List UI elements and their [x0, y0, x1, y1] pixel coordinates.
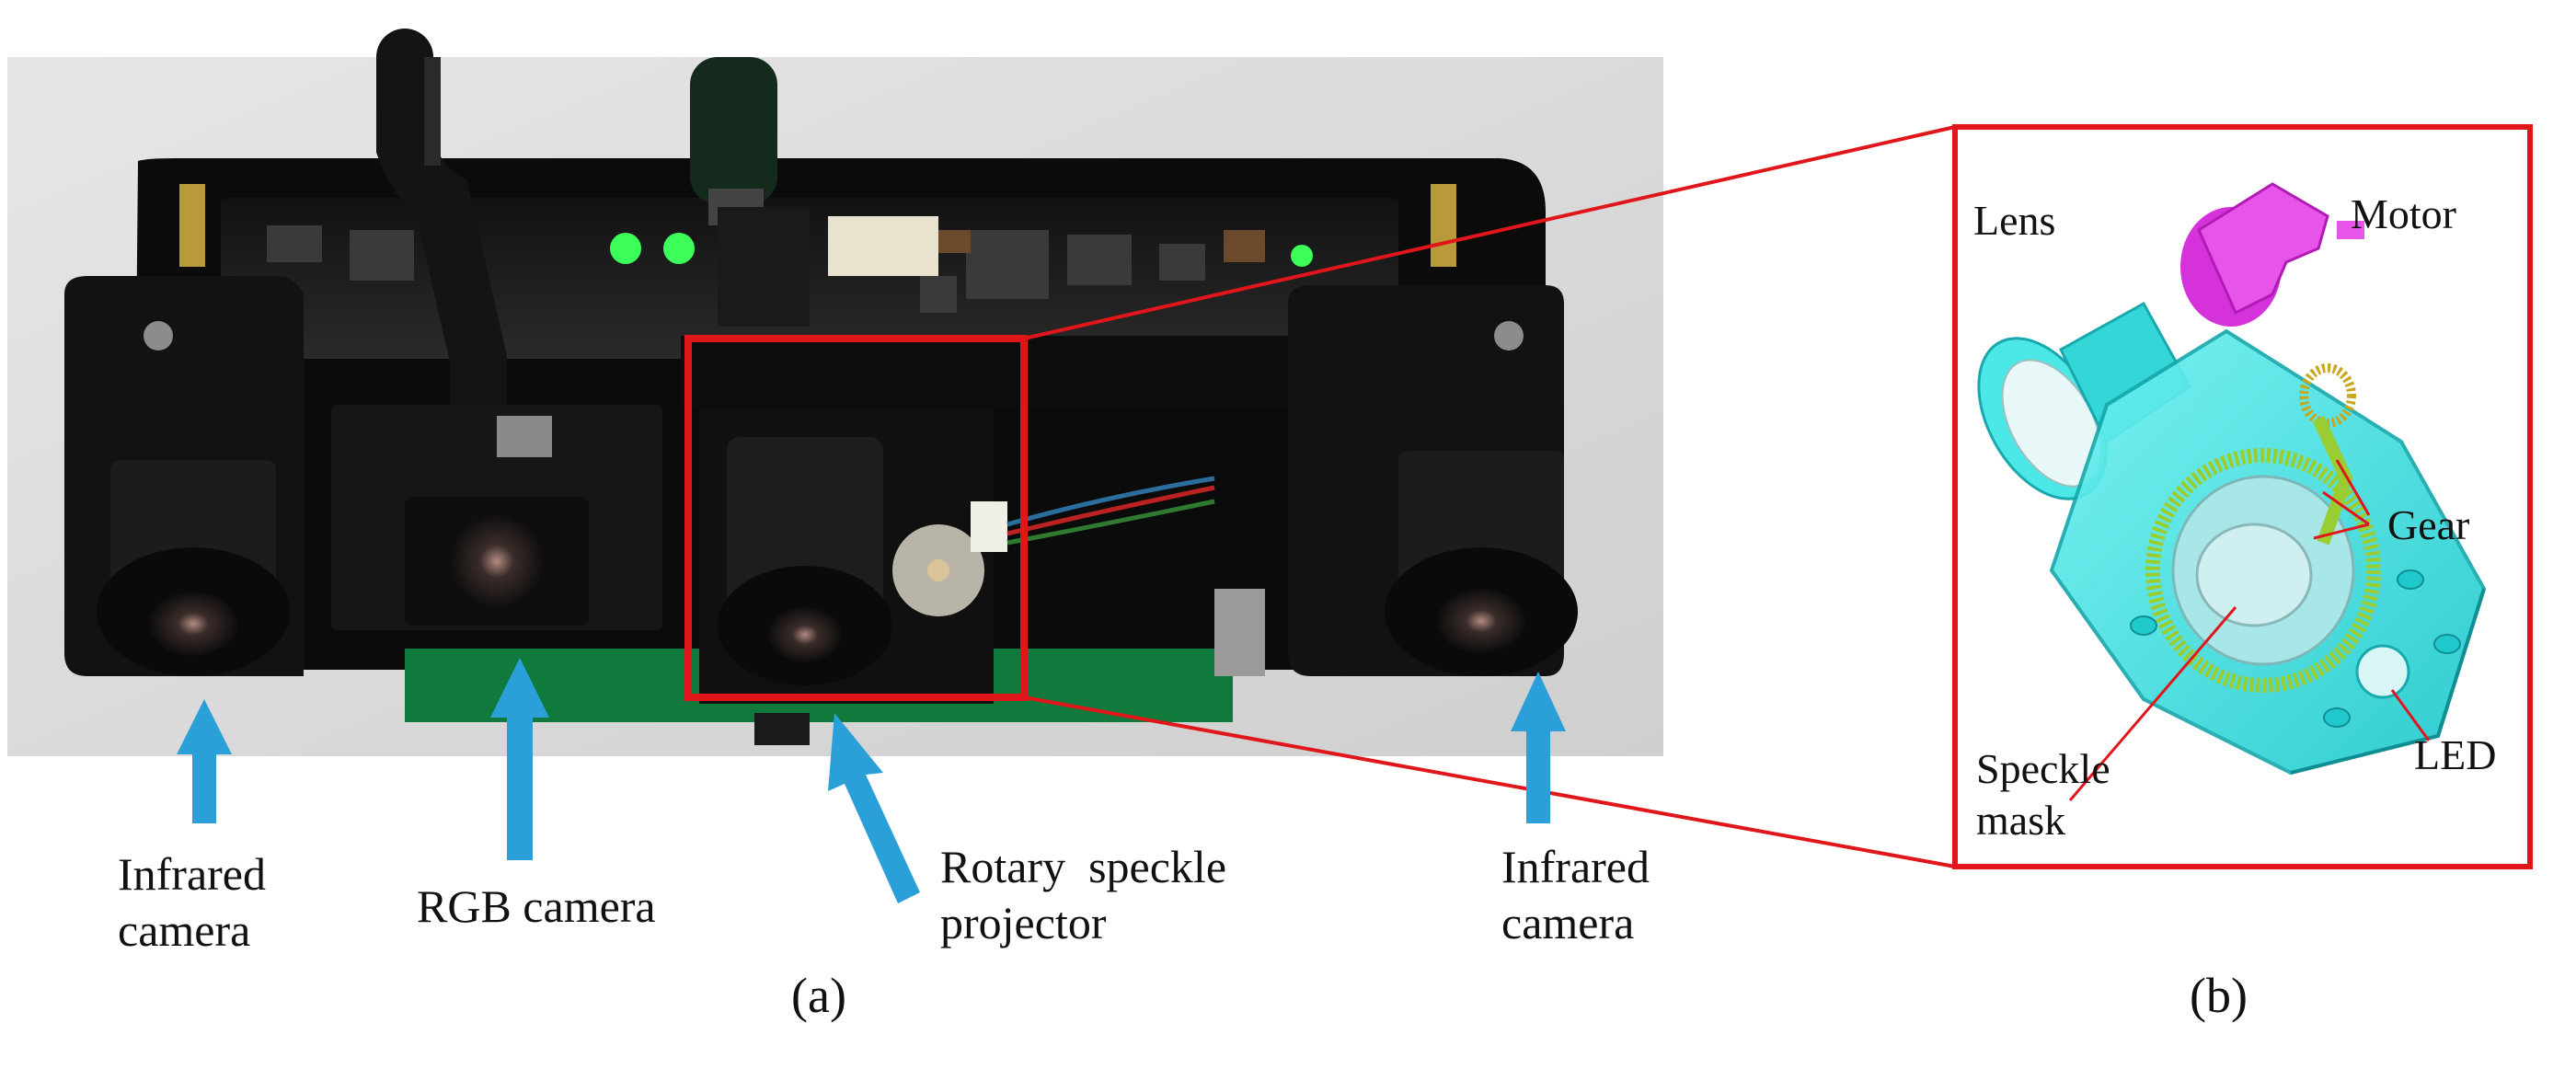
label-infrared-camera-left: Infrared camera: [118, 846, 266, 959]
screw-right: [1494, 321, 1524, 351]
right-ir-lens: [1437, 589, 1525, 653]
cad-housing-edge: [2290, 588, 2486, 775]
arrow-rgb: [490, 658, 549, 860]
status-led-2: [663, 233, 695, 264]
left-ir-lens: [149, 592, 237, 656]
label-infrared-camera-right-line1: Infrared: [1501, 841, 1650, 892]
motor-wire-red: [1006, 485, 1215, 536]
brass-standoff-right: [1431, 184, 1456, 267]
projector-top-plate: [681, 336, 1325, 409]
label-gear: Gear: [2387, 501, 2470, 548]
cad-leader-lines: [2068, 459, 2431, 801]
metal-block: [1214, 589, 1265, 676]
label-speckle-mask-line2: mask: [1976, 797, 2066, 845]
label-infrared-camera-right-line2: camera: [1501, 897, 1635, 948]
zoom-line-top: [1023, 125, 1956, 340]
board-connector: [828, 216, 938, 276]
photo-panel: [7, 29, 1663, 756]
power-jack: [718, 207, 810, 327]
cad-speckle-mask: [2195, 523, 2313, 627]
status-led-3: [1291, 245, 1313, 267]
motor-wire-blue: [1006, 476, 1215, 527]
brass-standoff-left: [179, 184, 205, 267]
motor-wire-green: [1006, 499, 1215, 546]
power-cable: [690, 57, 777, 204]
annotation-arrows: [177, 658, 1566, 903]
base-connector: [754, 713, 810, 745]
arrow-infrared-left: [177, 699, 232, 823]
projector-lens: [768, 607, 842, 662]
cad-mounting-holes: [2130, 569, 2461, 728]
panel-label-a: (a): [791, 968, 846, 1023]
rgb-lens: [449, 513, 545, 609]
label-infrared-camera-left-line2: camera: [118, 904, 251, 956]
zoom-line-bottom: [1023, 695, 1956, 868]
projector-highlight-box: [684, 335, 1028, 701]
label-rgb-camera: RGB camera: [417, 880, 656, 932]
panel-label-b: (b): [2190, 968, 2248, 1023]
status-led-1: [610, 233, 641, 264]
label-lens: Lens: [1973, 197, 2056, 244]
motor-shaft: [927, 559, 949, 581]
label-infrared-camera-left-line1: Infrared: [118, 848, 266, 900]
label-rotary-projector-line2: projector: [940, 897, 1107, 948]
screw-left: [144, 321, 173, 351]
label-rotary-projector-line1: Rotary speckle: [940, 841, 1227, 892]
arrow-infrared-right: [1511, 672, 1566, 823]
label-speckle-mask-line1: Speckle: [1976, 745, 2110, 792]
label-motor: Motor: [2351, 190, 2456, 237]
usb-cable: [376, 29, 507, 461]
label-led: LED: [2414, 731, 2497, 778]
label-speckle-mask: Speckle mask: [1976, 743, 2110, 846]
cad-panel: [1952, 124, 2533, 869]
arrow-projector: [828, 713, 920, 903]
label-infrared-camera-right: Infrared camera: [1501, 839, 1650, 951]
cad-led: [2355, 644, 2410, 699]
cad-motor: [2180, 182, 2364, 327]
micro-usb-port: [497, 416, 552, 457]
label-rotary-projector: Rotary speckle projector: [940, 839, 1226, 951]
motor-connector: [971, 501, 1007, 552]
